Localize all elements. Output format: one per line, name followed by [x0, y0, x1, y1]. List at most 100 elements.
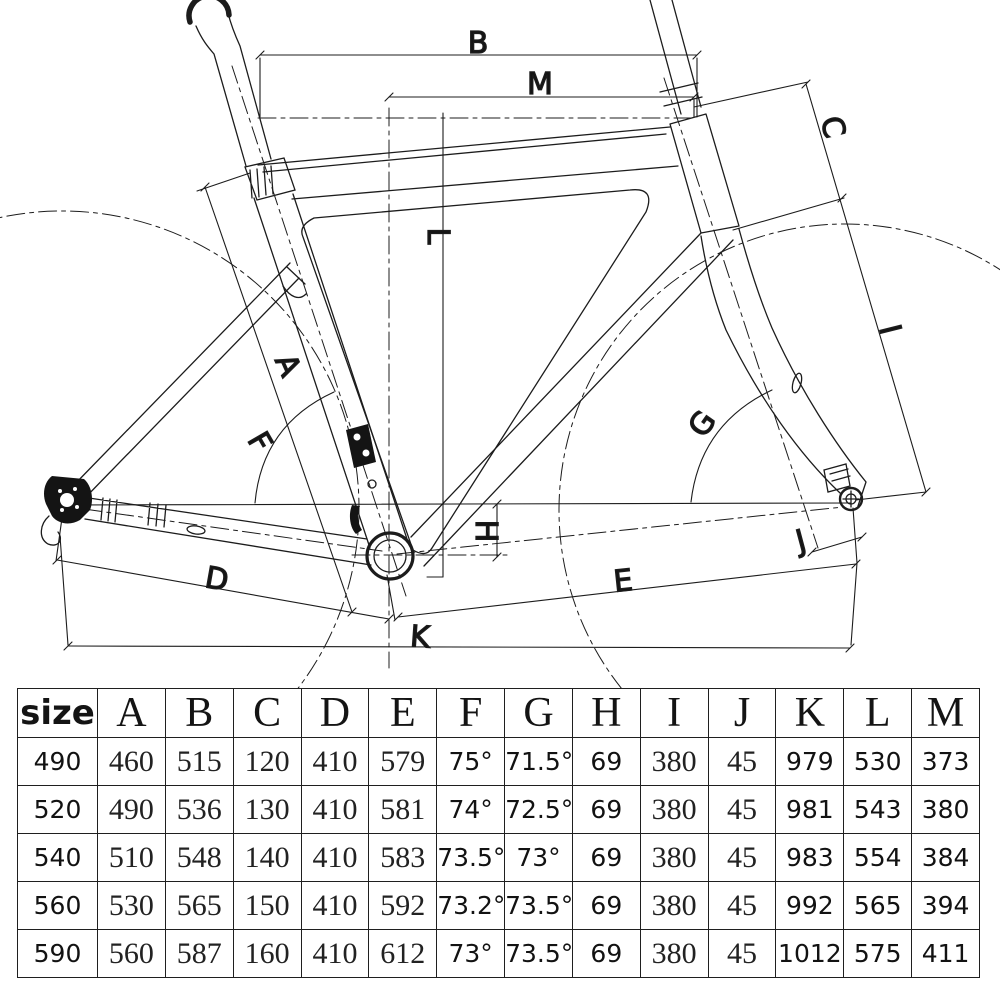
chain-catcher	[349, 505, 362, 534]
bb-shell-outer	[365, 531, 415, 581]
dim-label-h: H	[468, 520, 503, 543]
cell: 394	[911, 881, 980, 930]
cell: 410	[300, 833, 370, 882]
dim-label-l: L	[420, 228, 455, 245]
dim-label-d: D	[202, 560, 231, 598]
table-row-560: 560 530 565 150 410 592 73.2° 73.5° 69 3…	[17, 881, 980, 930]
cell: 979	[775, 737, 845, 786]
cell: 410	[300, 929, 370, 978]
cell: 575	[843, 929, 913, 978]
col-header-e: E	[368, 688, 438, 738]
chainstay-axis	[83, 508, 383, 552]
cell: 71.5°	[504, 737, 573, 786]
dim-label-m: M	[527, 67, 553, 102]
frame-outline	[40, 0, 867, 581]
col-header-a: A	[97, 688, 166, 738]
front-derailleur-mount	[346, 424, 376, 468]
cell: 560	[97, 929, 166, 978]
cell: 581	[368, 785, 438, 834]
table-row-490: 490 460 515 120 410 579 75° 71.5° 69 380…	[17, 737, 980, 786]
head-angle-arc	[690, 389, 773, 503]
cell-size: 590	[17, 929, 98, 978]
cell: 73.5°	[436, 833, 506, 882]
axle-line	[66, 502, 852, 506]
col-header-size: size	[17, 688, 98, 738]
cell: 565	[843, 881, 913, 930]
cell: 130	[232, 785, 302, 834]
bb-shell-inner	[373, 539, 407, 573]
dim-j-line	[811, 536, 863, 553]
seat-tube-bolt	[367, 479, 377, 489]
fork-vent	[791, 372, 803, 394]
cell: 565	[164, 881, 234, 930]
cell: 373	[911, 737, 980, 786]
table-row-520: 520 490 536 130 410 581 74° 72.5° 69 380…	[17, 785, 980, 834]
col-header-f: F	[436, 688, 506, 738]
cell: 45	[707, 737, 777, 786]
cell: 380	[639, 929, 709, 978]
cell: 45	[707, 929, 777, 978]
cell: 384	[911, 833, 980, 882]
cell: 69	[571, 929, 641, 978]
cell: 75°	[436, 737, 506, 786]
cell: 981	[775, 785, 845, 834]
chainstays	[81, 496, 372, 566]
seat-tube-axis	[231, 65, 407, 597]
seat-angle-arc	[254, 391, 335, 504]
front-thru-axle	[823, 463, 860, 508]
fork-steerer	[649, 0, 703, 115]
cell: 69	[571, 881, 641, 930]
down-tube	[410, 232, 734, 567]
cell: 69	[571, 785, 641, 834]
dim-k-line	[67, 645, 851, 649]
rear-axle	[60, 493, 74, 507]
cell: 69	[571, 737, 641, 786]
front-triangle-cutout	[301, 189, 650, 555]
cell: 490	[97, 785, 166, 834]
seat-clamp-wedge	[244, 157, 296, 201]
dim-d-line	[56, 559, 390, 620]
col-header-i: I	[639, 688, 709, 738]
cell: 530	[97, 881, 166, 930]
construction-lines	[0, 65, 1000, 688]
chainstay-slot	[186, 525, 206, 535]
cell: 583	[368, 833, 438, 882]
front-wheel-circle	[558, 223, 1000, 688]
rear-wheel-circle	[0, 210, 360, 688]
geometry-table: size A B C D E F G H I J K L M 490 460 5…	[17, 688, 980, 978]
cell: 45	[707, 833, 777, 882]
cell: 983	[775, 833, 845, 882]
cell: 536	[164, 785, 234, 834]
dim-label-c: C	[813, 113, 852, 142]
cell: 515	[164, 737, 234, 786]
head-tube	[669, 113, 740, 234]
cell-size: 520	[17, 785, 98, 834]
top-tube	[257, 126, 679, 200]
cell: 74°	[436, 785, 506, 834]
cell: 543	[843, 785, 913, 834]
cell: 73°	[436, 929, 506, 978]
cell: 73.5°	[504, 929, 573, 978]
dimension-ticks	[52, 50, 931, 653]
cell: 380	[639, 785, 709, 834]
col-header-m: M	[911, 688, 980, 738]
fork-blade	[700, 228, 867, 507]
col-header-g: G	[504, 688, 573, 738]
cell: 510	[97, 833, 166, 882]
cell: 410	[300, 881, 370, 930]
cell: 530	[843, 737, 913, 786]
cell: 612	[368, 929, 438, 978]
cell: 69	[571, 833, 641, 882]
cell: 1012	[775, 929, 845, 978]
seatpost	[195, 12, 272, 167]
dim-label-b: B	[468, 26, 489, 61]
cell-size: 560	[17, 881, 98, 930]
seat-stays	[72, 262, 307, 502]
cell: 73.5°	[504, 881, 573, 930]
cell-size: 490	[17, 737, 98, 786]
bb-to-front-axle-axis	[396, 506, 844, 555]
cell-size: 540	[17, 833, 98, 882]
dim-label-k: K	[409, 619, 432, 655]
front-dropout-outer	[838, 486, 864, 512]
